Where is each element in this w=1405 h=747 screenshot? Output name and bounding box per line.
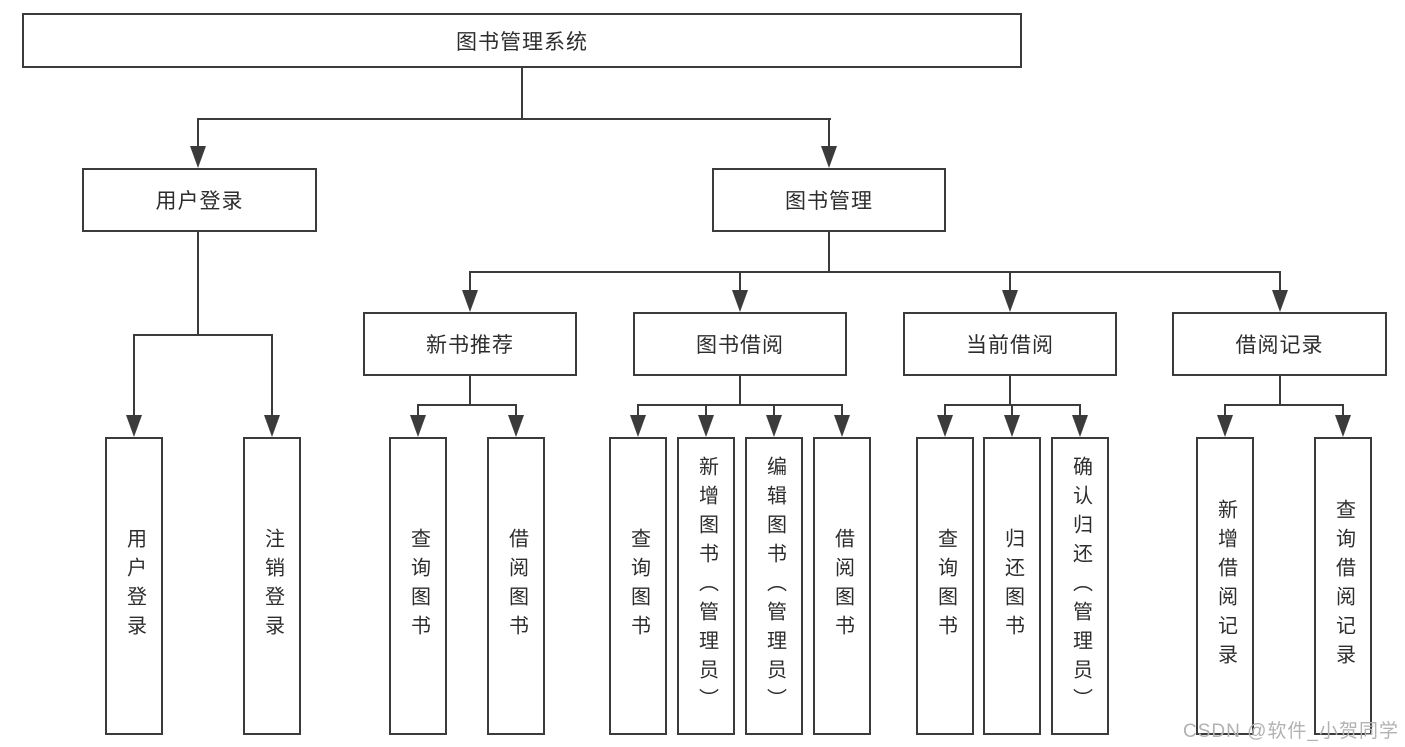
connector-drop-logout-leaf <box>271 334 273 416</box>
leaf-logout: 注销登录 <box>243 437 301 735</box>
arrowhead-query-book-1 <box>410 415 426 437</box>
arrowhead-edit-book <box>766 415 782 437</box>
arrowhead-query-book-3 <box>937 415 953 437</box>
connector-book-management-crossbar <box>469 271 1281 273</box>
connector-drop-query-book-2 <box>637 404 639 416</box>
arrowhead-add-record <box>1217 415 1233 437</box>
connector-user-login-crossbar <box>133 334 273 336</box>
connector-drop-user-login-leaf <box>133 334 135 416</box>
arrowhead-user-login <box>190 146 206 168</box>
connector-drop-add-record <box>1224 404 1226 416</box>
node-user-login-branch: 用户登录 <box>82 168 317 232</box>
leaf-user-login: 用户登录 <box>105 437 163 735</box>
connector-drop-user-login <box>197 118 199 148</box>
arrowhead-query-record <box>1335 415 1351 437</box>
leaf-query-book-under-borrowing: 查询图书 <box>609 437 667 735</box>
arrowhead-user-login-leaf <box>126 415 142 437</box>
connector-drop-add-book <box>705 404 707 416</box>
connector-drop-return-book <box>1011 404 1013 416</box>
connector-drop-borrow-book-1 <box>515 404 517 416</box>
connector-drop-current-borrow <box>1009 271 1011 291</box>
node-borrowing-records: 借阅记录 <box>1172 312 1387 376</box>
arrowhead-return-book <box>1004 415 1020 437</box>
leaf-query-borrow-record: 查询借阅记录 <box>1314 437 1372 735</box>
connector-drop-book-borrow <box>739 271 741 291</box>
arrowhead-new-book <box>462 290 478 312</box>
node-root-library-management-system: 图书管理系统 <box>22 13 1022 68</box>
connector-root-crossbar <box>197 118 831 120</box>
arrowhead-confirm-return <box>1072 415 1088 437</box>
arrowhead-add-book <box>698 415 714 437</box>
connector-book-borrow-stem <box>739 376 741 406</box>
connector-book-management-stem <box>828 232 830 273</box>
node-book-management-branch: 图书管理 <box>712 168 946 232</box>
connector-drop-new-book <box>469 271 471 291</box>
connector-root-stem <box>521 68 523 120</box>
connector-drop-edit-book <box>773 404 775 416</box>
node-current-borrowing: 当前借阅 <box>903 312 1117 376</box>
arrowhead-book-borrow <box>732 290 748 312</box>
node-new-book-recommend: 新书推荐 <box>363 312 577 376</box>
arrowhead-current-borrow <box>1002 290 1018 312</box>
csdn-watermark: CSDN @软件_小贺同学 <box>1183 721 1399 742</box>
arrowhead-borrow-record <box>1272 290 1288 312</box>
arrowhead-borrow-book-1 <box>508 415 524 437</box>
arrowhead-logout-leaf <box>264 415 280 437</box>
connector-drop-query-book-3 <box>944 404 946 416</box>
connector-borrow-record-crossbar <box>1224 404 1344 406</box>
connector-drop-confirm-return <box>1079 404 1081 416</box>
arrowhead-borrow-book-2 <box>834 415 850 437</box>
leaf-query-book-under-current: 查询图书 <box>916 437 974 735</box>
connector-borrow-record-stem <box>1279 376 1281 406</box>
connector-drop-query-book-1 <box>417 404 419 416</box>
leaf-return-book: 归还图书 <box>983 437 1041 735</box>
connector-drop-query-record <box>1342 404 1344 416</box>
leaf-query-book-under-recommend: 查询图书 <box>389 437 447 735</box>
connector-new-book-stem <box>469 376 471 406</box>
connector-user-login-stem <box>197 232 199 336</box>
leaf-edit-book-admin: 编辑图书（管理员） <box>745 437 803 735</box>
arrowhead-book-management <box>821 146 837 168</box>
connector-drop-book-management <box>828 118 830 148</box>
connector-drop-borrow-book-2 <box>841 404 843 416</box>
arrowhead-query-book-2 <box>630 415 646 437</box>
connector-drop-borrow-record <box>1279 271 1281 291</box>
leaf-add-book-admin: 新增图书（管理员） <box>677 437 735 735</box>
leaf-borrow-book-under-borrowing: 借阅图书 <box>813 437 871 735</box>
connector-new-book-crossbar <box>417 404 517 406</box>
connector-book-borrow-crossbar <box>637 404 843 406</box>
node-book-borrowing: 图书借阅 <box>633 312 847 376</box>
leaf-confirm-return-admin: 确认归还（管理员） <box>1051 437 1109 735</box>
leaf-borrow-book-under-recommend: 借阅图书 <box>487 437 545 735</box>
connector-current-borrow-stem <box>1009 376 1011 406</box>
leaf-add-borrow-record: 新增借阅记录 <box>1196 437 1254 735</box>
